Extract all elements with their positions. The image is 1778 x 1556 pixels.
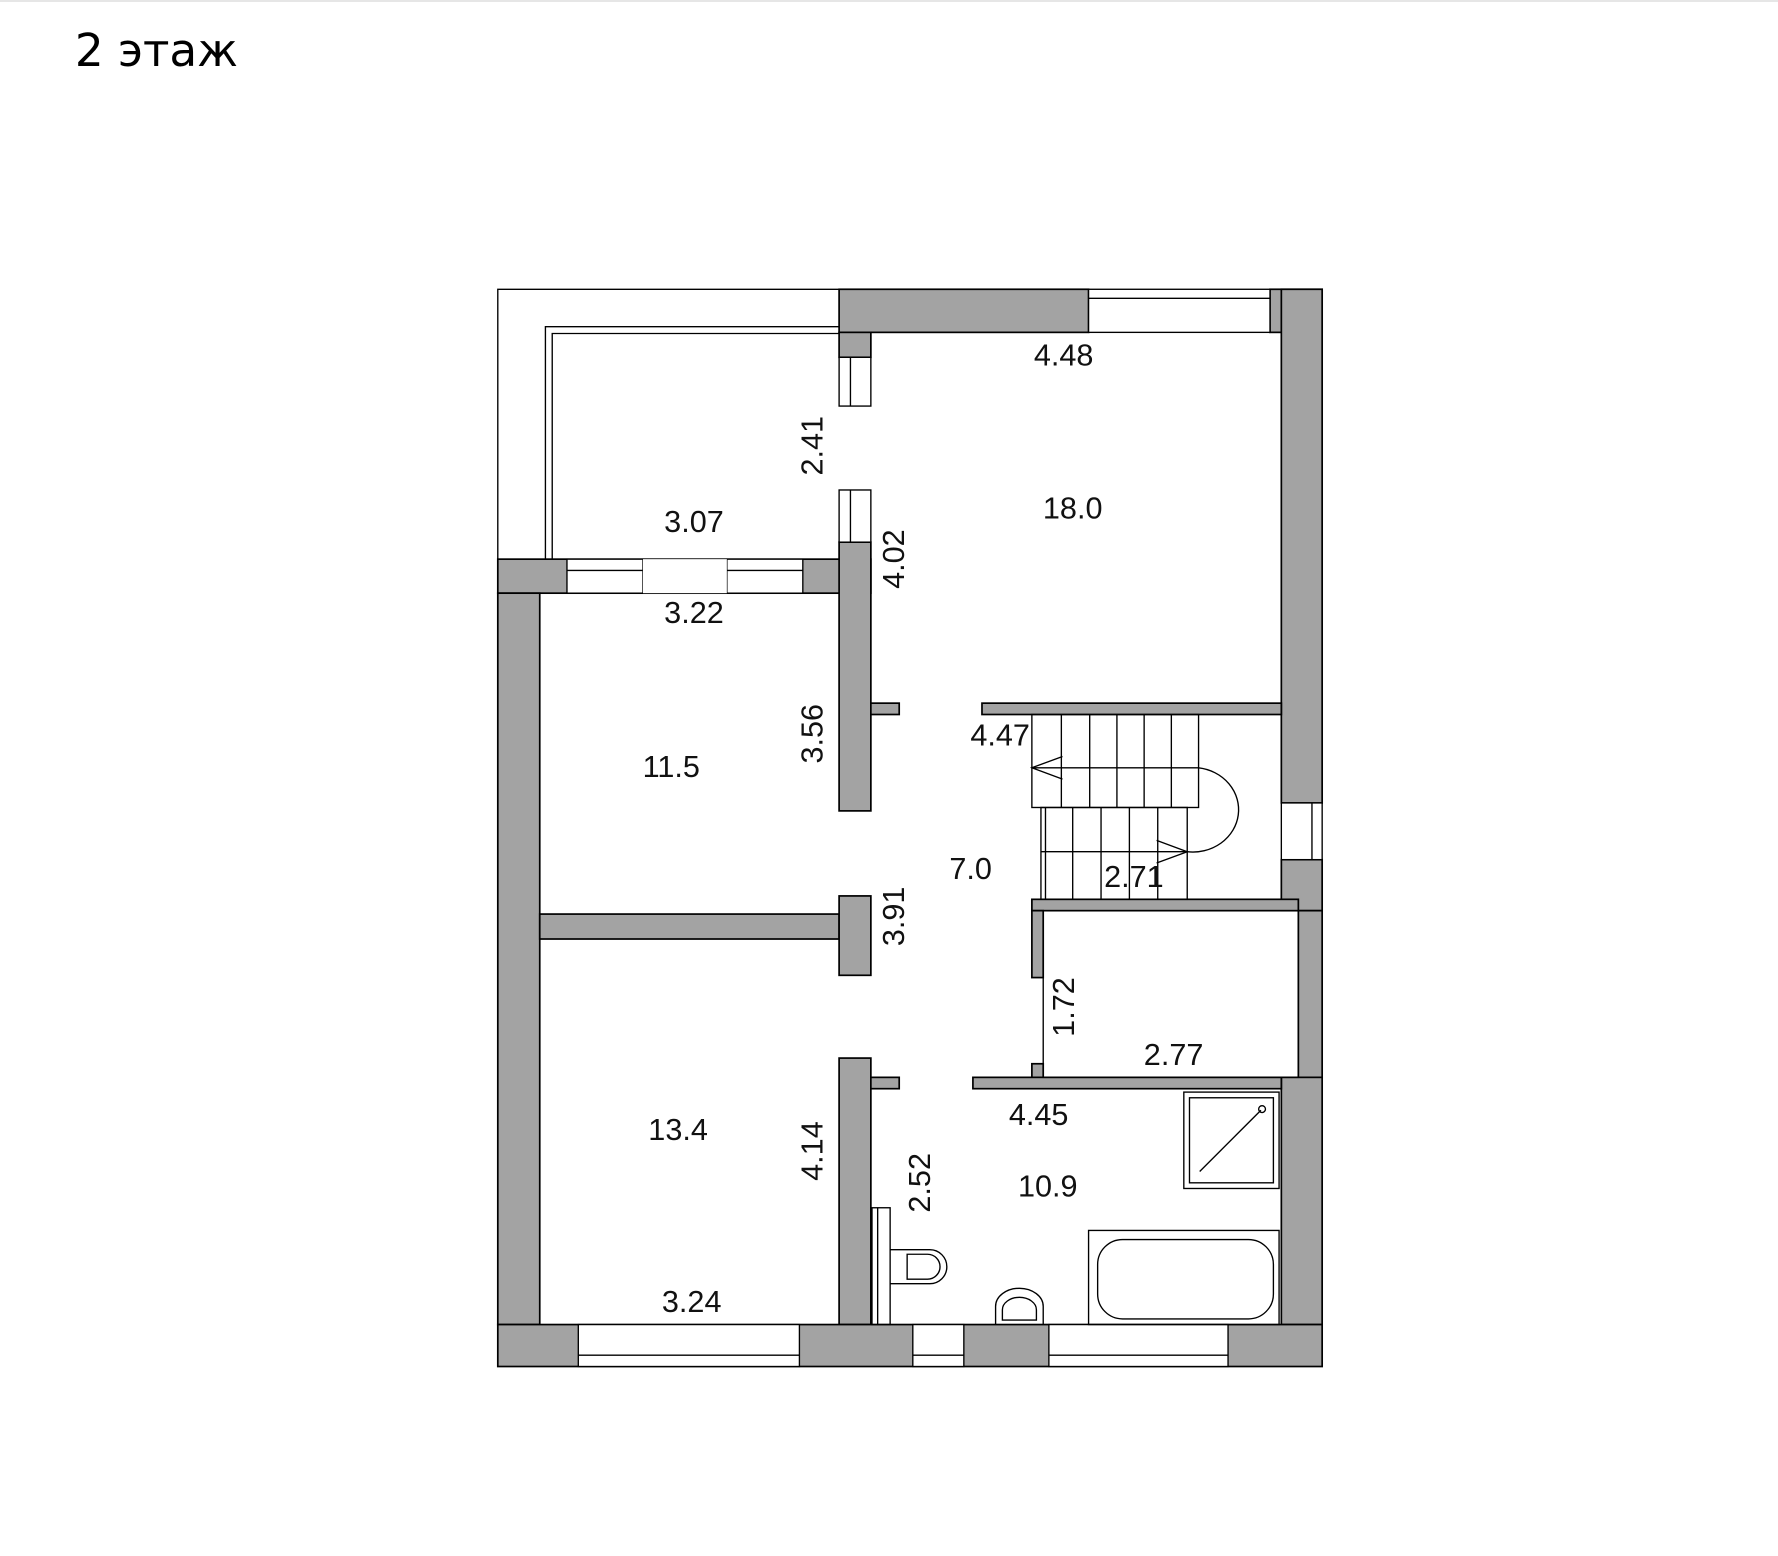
dim-label: 4.14	[795, 1121, 829, 1181]
shower	[1183, 1091, 1280, 1190]
room-area-18: 18.0	[1043, 491, 1103, 525]
dim-label: 2.71	[1104, 860, 1164, 894]
dim-label: 3.56	[795, 704, 829, 764]
room-area-10-9: 10.9	[1018, 1170, 1078, 1204]
room-area-13-4: 13.4	[648, 1113, 708, 1147]
toilet	[890, 1249, 948, 1285]
room-area-11-5: 11.5	[643, 750, 700, 784]
dim-label: 4.02	[877, 529, 911, 589]
bathroom-fixtures	[871, 1091, 1280, 1326]
dim-label: 2.77	[1144, 1038, 1204, 1072]
dim-label: 1.72	[1047, 977, 1081, 1037]
balcony	[497, 288, 840, 560]
labels: 18.0 4.48 4.02 11.5 3.22 3.56 7.0 4.47 3…	[643, 338, 1204, 1319]
bathtub	[1087, 1229, 1280, 1326]
dim-label: 3.07	[664, 505, 724, 539]
staircase	[1029, 713, 1240, 901]
dim-label: 2.52	[903, 1153, 937, 1213]
dim-label: 4.45	[1009, 1098, 1069, 1132]
floor-title: 2 этаж	[75, 24, 238, 77]
dim-label: 2.41	[795, 416, 829, 476]
dim-label: 3.91	[877, 887, 911, 947]
dim-label: 3.22	[664, 596, 724, 630]
dim-label: 4.47	[970, 718, 1030, 752]
windows	[566, 288, 1323, 1368]
room-area-7: 7.0	[949, 852, 992, 886]
dim-label: 4.48	[1034, 338, 1094, 372]
sink	[994, 1287, 1044, 1325]
dim-label: 3.24	[662, 1285, 722, 1319]
top-border	[0, 0, 1778, 2]
